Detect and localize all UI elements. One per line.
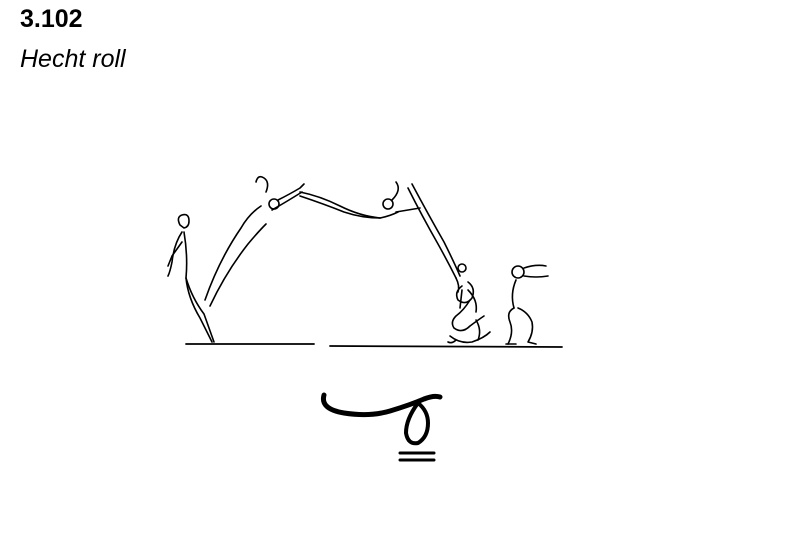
gymnast-rolling: [447, 281, 491, 344]
gymnast-diving: [407, 183, 467, 309]
symbol-wave-stroke: [320, 392, 443, 418]
symbol-loop: [404, 401, 430, 446]
gymnast-flight: [299, 181, 421, 219]
floor-line-right: [329, 345, 563, 348]
gymnast-standing: [167, 213, 215, 343]
hecht-roll-illustration: [167, 175, 563, 348]
gymnast-takeoff: [204, 175, 305, 307]
element-number: 3.102: [20, 5, 83, 33]
element-symbol: [320, 392, 443, 462]
gymnast-squat: [505, 264, 549, 345]
element-name: Hecht roll: [20, 45, 126, 73]
